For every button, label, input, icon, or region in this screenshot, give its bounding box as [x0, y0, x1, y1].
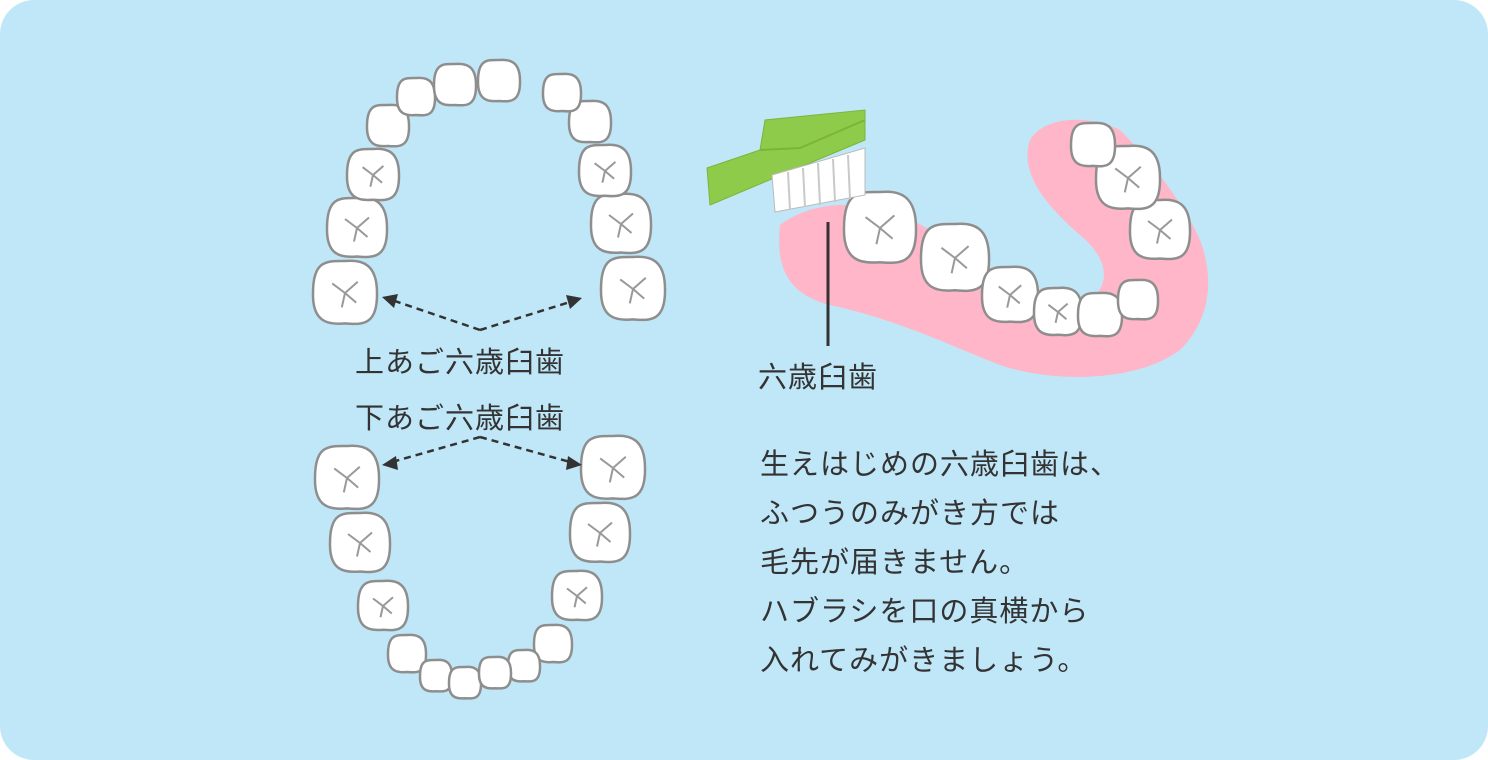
lower-tooth [447, 665, 483, 700]
side-molar-label: 六歳臼歯 [758, 360, 879, 394]
arrowheads [382, 294, 582, 470]
lower-tooth [532, 623, 574, 664]
explanation-line: 入れてみがきましょう。 [760, 643, 1088, 677]
upper-tooth [476, 58, 522, 103]
side-tooth [1076, 291, 1124, 338]
lower-tooth [356, 579, 410, 632]
lower-tooth [313, 444, 381, 511]
upper-tooth [395, 76, 437, 117]
side-tooth [1128, 198, 1192, 261]
upper-tooth [365, 103, 411, 148]
lower-tooth [506, 648, 542, 683]
lower-molar-label: 下あご六歳臼歯 [355, 401, 566, 435]
upper-molar-label: 上あご六歳臼歯 [355, 345, 566, 379]
upper-tooth [432, 62, 478, 107]
explanation-line: 生えはじめの六歳臼歯は、 [760, 447, 1121, 481]
side-tooth [980, 265, 1040, 324]
upper-tooth [541, 72, 583, 113]
upper-tooth [599, 255, 667, 322]
lower-tooth [477, 655, 513, 690]
lower-tooth [418, 658, 454, 693]
upper-tooth [577, 143, 633, 198]
side-tooth [1116, 278, 1160, 321]
upper-tooth [345, 147, 401, 202]
side-view-teeth [842, 121, 1192, 338]
upper-tooth [589, 192, 653, 255]
upper-dental-arch [311, 58, 667, 326]
explanation-text: 生えはじめの六歳臼歯は、 ふつうのみがき方では 毛先が届きません。 ハブラシを口… [760, 440, 1120, 685]
lower-tooth [386, 633, 428, 674]
upper-molar-arrows [391, 298, 571, 332]
lower-tooth [328, 511, 392, 574]
upper-tooth [311, 259, 379, 326]
upper-tooth [325, 196, 389, 259]
side-tooth [842, 190, 918, 265]
side-tooth [1032, 286, 1084, 337]
side-tooth [919, 222, 991, 293]
side-tooth [1069, 121, 1117, 168]
toothbrush-icon [706, 109, 866, 213]
lower-molar-arrows [391, 435, 571, 464]
lower-tooth [568, 501, 632, 564]
lower-tooth [579, 434, 647, 501]
explanation-line: ふつうのみがき方では [760, 496, 1061, 530]
lower-tooth [550, 569, 604, 622]
explanation-line: 毛先が届きません。 [760, 545, 1030, 579]
lower-dental-arch [313, 434, 647, 700]
explanation-line: ハブラシを口の真横から [760, 594, 1090, 628]
